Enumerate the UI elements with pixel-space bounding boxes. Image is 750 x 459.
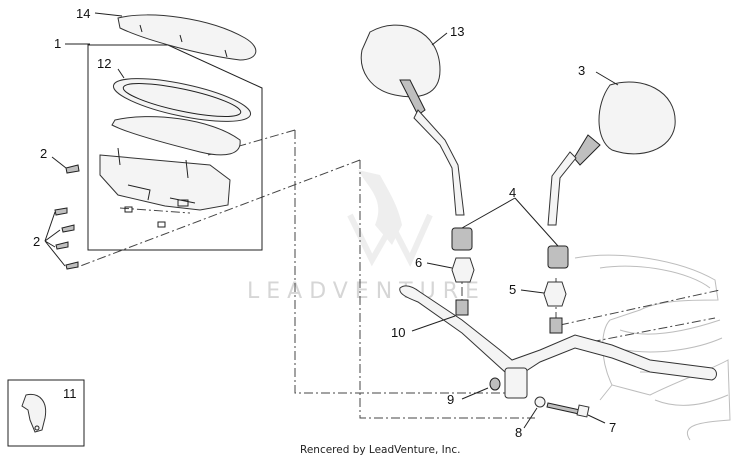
callout-14: 14 (76, 6, 90, 21)
callout-9: 9 (447, 392, 454, 407)
callout-10: 10 (391, 325, 405, 340)
instrument-body-part (99, 147, 231, 228)
instrument-cluster-assembly-box (87, 44, 263, 251)
callout-labels: 14 1 12 2 2 13 3 4 6 5 10 11 9 8 7 (33, 6, 616, 440)
callout-12: 12 (97, 56, 111, 71)
dashboard-cover-part (117, 14, 257, 61)
callout-13: 13 (450, 24, 464, 39)
callout-11: 11 (63, 386, 77, 401)
callout-5: 5 (509, 282, 516, 297)
leader-lines (44, 12, 619, 429)
callout-4: 4 (509, 185, 516, 200)
nut-parts (451, 257, 567, 307)
callout-2-upper: 2 (40, 146, 47, 161)
left-mirror-part (360, 24, 465, 216)
watermark-text: LEADVENTURE (247, 279, 486, 304)
washer-small-part (534, 396, 546, 408)
callout-7: 7 (609, 420, 616, 435)
bushing-parts (451, 227, 569, 269)
callout-1: 1 (54, 36, 61, 51)
washer-part (489, 377, 501, 391)
callout-6: 6 (415, 255, 422, 270)
credit-text: Rencered by LeadVenture, Inc. (300, 444, 461, 456)
handlebar-part (399, 285, 717, 399)
screw-parts (54, 164, 80, 270)
bracket-inset-box (7, 379, 85, 447)
watermark-logo (347, 170, 433, 267)
callout-2-lower: 2 (33, 234, 40, 249)
bolt-part (546, 402, 590, 418)
right-mirror-part (547, 81, 676, 226)
callout-3: 3 (578, 63, 585, 78)
lens-gasket-part (111, 78, 252, 156)
callout-8: 8 (515, 425, 522, 440)
